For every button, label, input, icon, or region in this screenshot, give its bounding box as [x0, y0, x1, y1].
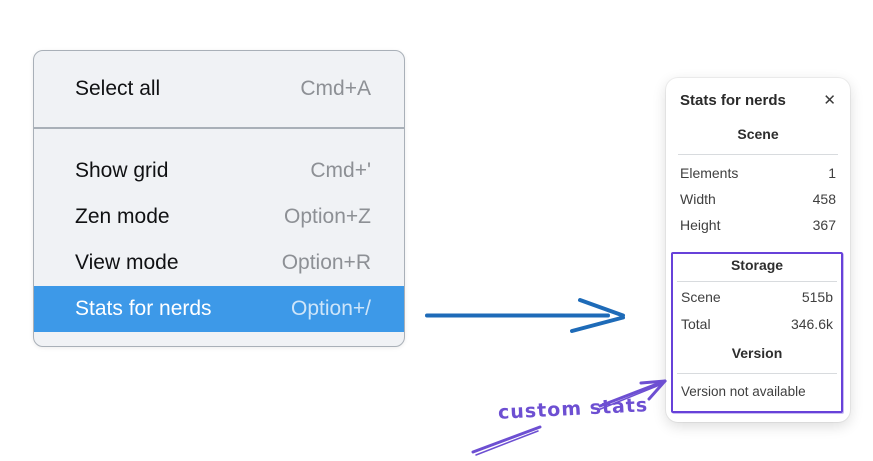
menu-item-view-mode[interactable]: View mode Option+R [34, 240, 404, 286]
menu-item-shortcut: Option+R [281, 250, 371, 274]
section-divider [678, 154, 838, 155]
stat-label: Width [680, 191, 716, 207]
menu-item-label: View mode [75, 250, 179, 274]
stat-value: 515b [801, 289, 833, 305]
stat-value: 367 [812, 217, 836, 233]
stat-label: Scene [681, 289, 721, 305]
version-section-heading: Version [731, 345, 783, 361]
stat-row-scene-size: Scene 515b [673, 284, 841, 311]
menu-divider [34, 127, 404, 129]
menu-item-label: Show grid [75, 158, 169, 182]
stat-value: 1 [828, 165, 836, 181]
stat-row-elements: Elements 1 [666, 160, 850, 186]
stat-label: Elements [680, 165, 739, 181]
menu-item-shortcut: Cmd+A [300, 77, 371, 100]
section-divider [677, 373, 837, 374]
stat-row-width: Width 458 [666, 186, 850, 212]
scene-section-heading: Scene [737, 126, 779, 142]
menu-item-select-all[interactable]: Select all Cmd+A [34, 51, 404, 127]
custom-stats-highlight-box: Storage Scene 515b Total 346.6k Version … [671, 252, 843, 413]
menu-item-label: Zen mode [75, 204, 170, 228]
annotation-arrow-icon [471, 379, 667, 456]
version-note: Version not available [681, 384, 806, 399]
stats-panel-header: Stats for nerds ✕ [666, 78, 850, 109]
stat-row-height: Height 367 [666, 212, 850, 238]
stat-value: 458 [812, 191, 836, 207]
flow-arrow-icon [425, 298, 625, 333]
menu-item-shortcut: Cmd+' [310, 158, 371, 182]
stat-row-total-size: Total 346.6k [673, 311, 841, 338]
close-icon[interactable]: ✕ [823, 92, 836, 109]
context-menu: Select all Cmd+A Show grid Cmd+' Zen mod… [33, 50, 405, 347]
stat-value: 346.6k [790, 316, 833, 332]
menu-item-shortcut: Option+Z [284, 204, 371, 228]
stats-panel: Stats for nerds ✕ Scene Elements 1 Width… [666, 78, 850, 422]
menu-item-shortcut: Option+/ [291, 296, 371, 320]
menu-item-zen-mode[interactable]: Zen mode Option+Z [34, 194, 404, 240]
menu-item-label: Stats for nerds [75, 296, 212, 320]
storage-section-heading: Storage [730, 257, 784, 273]
panel-title: Stats for nerds [680, 92, 786, 109]
menu-spacer [34, 129, 404, 148]
menu-item-label: Select all [75, 77, 161, 100]
menu-item-show-grid[interactable]: Show grid Cmd+' [34, 148, 404, 194]
stat-label: Height [680, 217, 721, 233]
section-divider [677, 281, 837, 282]
stat-label: Total [681, 316, 711, 332]
menu-item-stats-for-nerds[interactable]: Stats for nerds Option+/ [34, 285, 404, 332]
